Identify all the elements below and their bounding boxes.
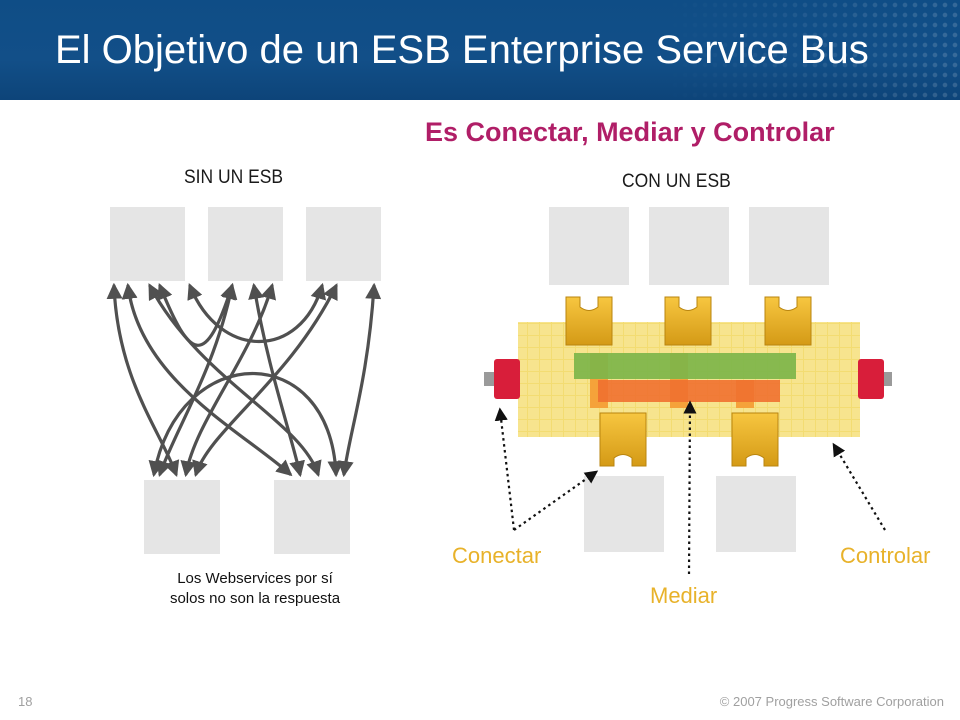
slide-header: El Objetivo de un ESB Enterprise Service… [0, 0, 960, 100]
left-diagram-label: SIN UN ESB [184, 167, 284, 188]
left-diagram [106, 207, 382, 554]
controlar-pointer [832, 442, 886, 531]
tag-controlar: Controlar [840, 543, 931, 568]
service-box-top-1 [549, 207, 629, 285]
bus-orange-channel [598, 380, 780, 402]
adapter-plug-bottom-2 [731, 412, 779, 467]
adapter-plug-top-3 [764, 296, 812, 346]
tag-conectar: Conectar [452, 543, 542, 568]
service-box-bottom-2 [274, 480, 350, 554]
conectar-pointer-adapter [513, 470, 599, 531]
left-diagram-caption: Los Webservices por sí solos no son la r… [110, 569, 400, 609]
adapter-plug-bottom-1 [599, 412, 647, 467]
service-box-top-2 [208, 207, 283, 281]
bus-green-channel [574, 353, 796, 379]
slide-subtitle: Es Conectar, Mediar y Controlar [425, 117, 835, 147]
adapter-plug-top-2 [664, 296, 712, 346]
service-box-top-3 [749, 207, 829, 285]
connection-line [121, 282, 293, 477]
right-diagram [484, 207, 892, 575]
adapter-plugs [565, 296, 812, 467]
connection-line [148, 372, 344, 478]
bus-right-cap [858, 359, 884, 399]
service-box-top-2 [649, 207, 729, 285]
copyright-text: © 2007 Progress Software Corporation [719, 694, 944, 709]
connection-line [337, 282, 382, 478]
slide-number: 18 [18, 694, 33, 709]
tag-mediar: Mediar [650, 583, 718, 608]
service-box-bottom-2 [716, 476, 796, 552]
point-to-point-connections [106, 282, 382, 478]
caption-line: solos no son la respuesta [169, 590, 341, 607]
service-box-top-1 [110, 207, 185, 281]
mediar-pointer [683, 400, 697, 575]
service-box-bottom-1 [584, 476, 664, 552]
header-dot-pattern [660, 0, 960, 100]
service-box-top-3 [306, 207, 381, 281]
connection-line [157, 282, 236, 347]
callout-pointers [494, 400, 886, 575]
slide-title: El Objetivo de un ESB Enterprise Service… [55, 28, 869, 72]
right-diagram-label: CON UN ESB [622, 171, 731, 192]
conectar-pointer-bus [494, 407, 516, 531]
connection-line [180, 282, 277, 478]
connection-line [187, 282, 327, 344]
caption-line: Los Webservices por sí [177, 570, 333, 587]
adapter-plug-top-1 [565, 296, 613, 346]
bus-left-cap [494, 359, 520, 399]
service-box-bottom-1 [144, 480, 220, 554]
